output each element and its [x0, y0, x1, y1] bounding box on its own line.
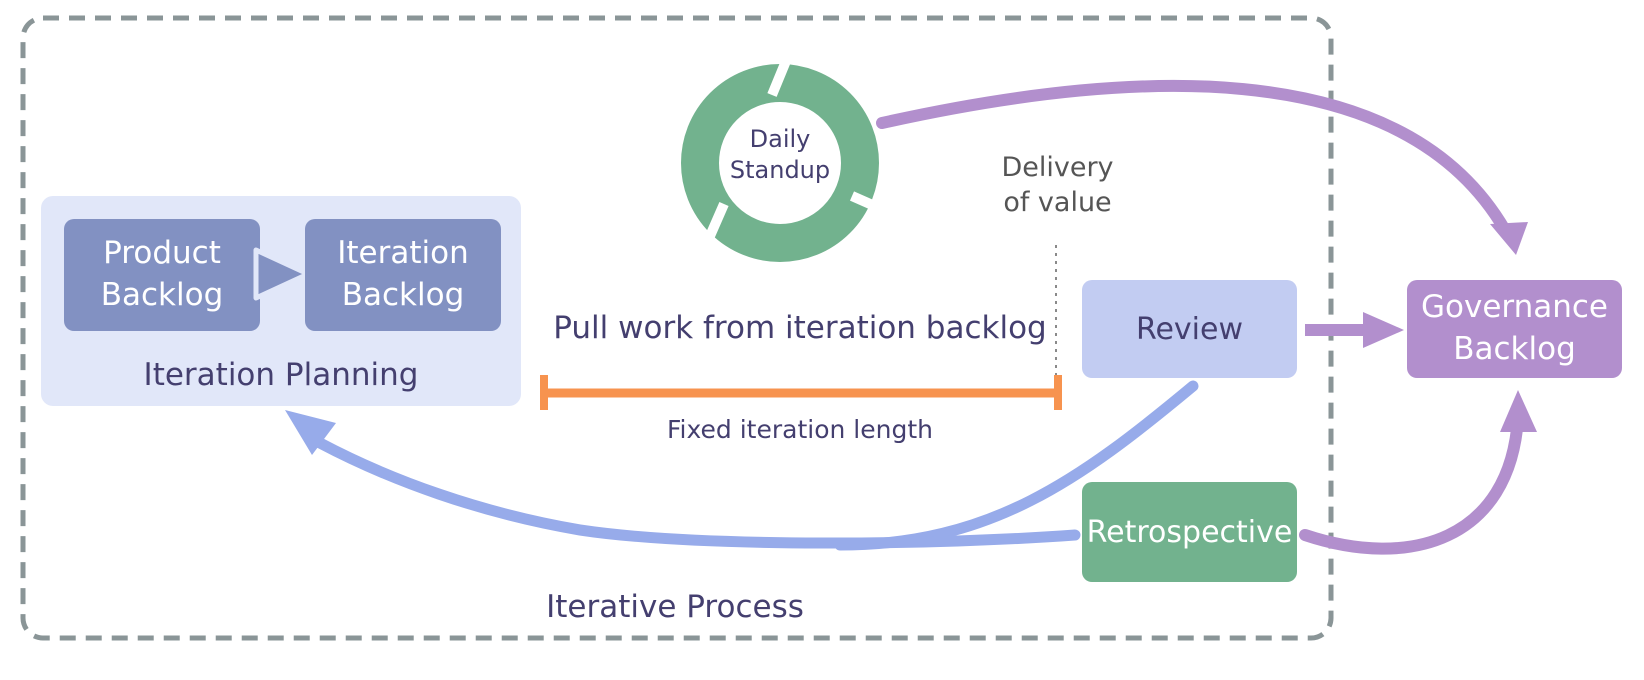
delivery-of-value-label: Delivery of value: [970, 150, 1145, 220]
backlog-flow-arrow-icon: [253, 247, 311, 301]
fixed-iteration-bar: [540, 375, 1062, 410]
product-backlog-line2: Backlog: [100, 277, 224, 313]
retro-to-governance-arrow: [1299, 412, 1524, 555]
fixed-iteration-length-label: Fixed iteration length: [667, 415, 933, 444]
governance-arrowhead-top: [1490, 222, 1528, 255]
governance-arrowhead-bottom: [1500, 390, 1537, 432]
standup-to-governance-arrow: [876, 79, 1511, 236]
review-box[interactable]: Review: [1082, 280, 1297, 378]
iterative-process-label: Iterative Process: [546, 589, 804, 625]
daily-standup-line2: Standup: [729, 156, 831, 185]
retro-feedback-arrow: [314, 437, 1081, 549]
standup-cycle-icon: [681, 59, 889, 262]
iteration-backlog-line2: Backlog: [341, 277, 465, 313]
daily-standup-label: Daily Standup: [705, 124, 855, 186]
governance-line1: Governance: [1420, 289, 1608, 326]
governance-arrowhead-left: [1363, 312, 1404, 348]
iteration-planning-title: Iteration Planning: [143, 357, 419, 393]
product-backlog-line1: Product: [103, 235, 221, 272]
governance-backlog-box[interactable]: Governance Backlog: [1407, 280, 1622, 378]
product-backlog-box[interactable]: Product Backlog: [64, 219, 260, 331]
retrospective-box[interactable]: Retrospective: [1082, 482, 1297, 582]
delivery-line2: of value: [1003, 187, 1112, 219]
pull-work-label: Pull work from iteration backlog: [553, 310, 1047, 346]
daily-standup-line1: Daily: [749, 125, 811, 153]
governance-line2: Backlog: [1453, 331, 1576, 367]
iteration-planning-arrowhead: [285, 410, 336, 455]
delivery-line1: Delivery: [1001, 152, 1114, 183]
iteration-backlog-box[interactable]: Iteration Backlog: [305, 219, 501, 331]
iteration-backlog-line1: Iteration: [337, 235, 469, 272]
